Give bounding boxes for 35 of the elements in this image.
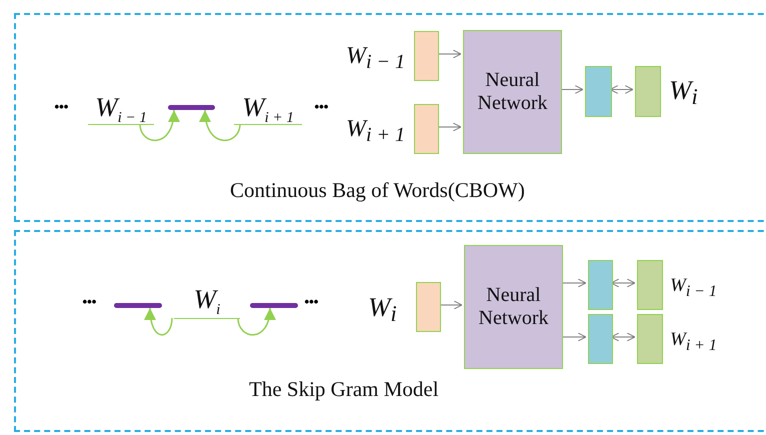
- input-vector-box: [414, 31, 439, 81]
- output-vector-box: [635, 66, 661, 117]
- hidden-vector-box: [588, 260, 613, 310]
- word-slot-bar: [114, 303, 162, 308]
- output-vector-box: [637, 260, 663, 310]
- word-slot-bar: [250, 303, 298, 308]
- model-panel: [14, 13, 766, 222]
- word-label: W$_{i + 1}$: [346, 117, 406, 145]
- ellipsis: •••: [304, 295, 318, 311]
- word-token: W$_{i − 1}$: [88, 94, 154, 125]
- neural-network-box: Neural Network: [464, 245, 563, 369]
- model-panel: [14, 230, 766, 432]
- word-slot-bar: [168, 105, 215, 110]
- word-label: W$_{i}$: [368, 294, 397, 326]
- ellipsis: •••: [82, 295, 96, 311]
- hidden-vector-box: [588, 314, 613, 364]
- panel-caption: The Skip Gram Model: [249, 377, 439, 402]
- word-label: W$_{i − 1}$: [346, 44, 406, 72]
- input-vector-box: [414, 104, 439, 154]
- hidden-vector-box: [585, 66, 612, 117]
- word-label: W$_{i + 1}$: [670, 330, 717, 354]
- neural-network-box: Neural Network: [463, 30, 562, 154]
- arrow: [139, 110, 180, 141]
- arrow: [144, 308, 173, 336]
- ellipsis: •••: [54, 100, 68, 116]
- ellipsis: •••: [314, 100, 328, 116]
- input-vector-box: [416, 282, 441, 332]
- output-vector-box: [637, 314, 663, 364]
- word-label: W$_{i − 1}$: [670, 276, 717, 300]
- word-token: W$_{i}$: [174, 286, 240, 319]
- word-label: W$_{i}$: [669, 77, 698, 108]
- word-token: W$_{i + 1}$: [234, 94, 302, 125]
- arrow: [237, 308, 276, 336]
- arrow: [200, 110, 241, 141]
- panel-caption: Continuous Bag of Words(CBOW): [230, 178, 525, 203]
